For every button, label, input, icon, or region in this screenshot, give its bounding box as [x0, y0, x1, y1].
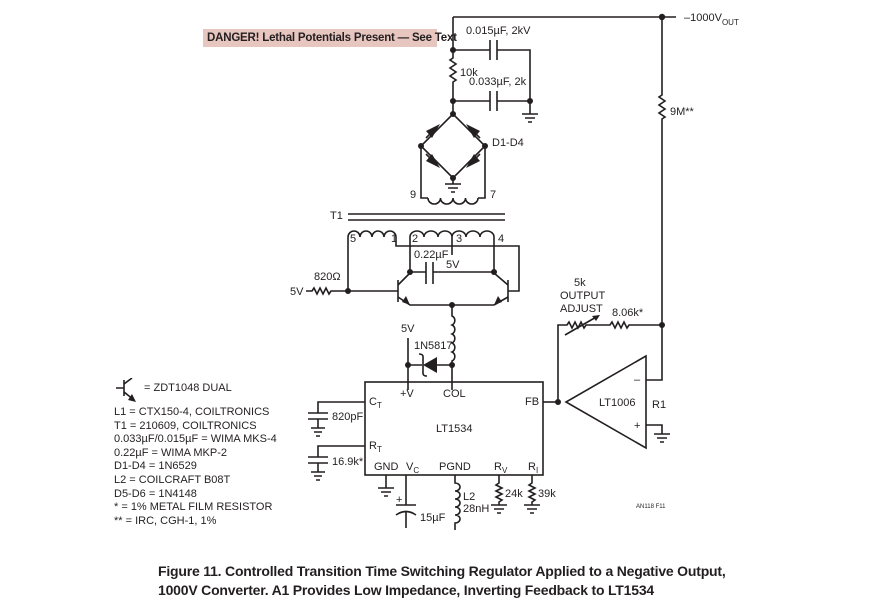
legend-item: 0.22µF = WIMA MKP-2	[114, 446, 228, 459]
transformer-core	[348, 213, 505, 221]
opamp-lt1006: LT1006 – + R1 5k OUTPUT ADJUST 8.06k*	[557, 277, 670, 450]
capacitor-0033uf-label: 0.033µF, 2k	[469, 76, 527, 88]
legend-item: D1-D4 = 1N6529	[114, 460, 197, 473]
caption-line-2: 1000V Converter. A1 Provides Low Impedan…	[158, 582, 654, 598]
svg-text:RT: RT	[369, 440, 382, 454]
resistor-39k-label: 39k	[538, 488, 556, 500]
l2-label: L2	[463, 491, 475, 503]
pin-1-label: 1	[391, 233, 397, 245]
ic-name-label: LT1534	[436, 423, 473, 435]
transistor-icon	[116, 378, 136, 402]
svg-text:VC: VC	[406, 461, 419, 475]
resistor-806k-label: 8.06k*	[612, 307, 644, 319]
legend-item: L2 = COILCRAFT B08T	[114, 473, 231, 486]
legend-item: * = 1% METAL FILM RESISTOR	[114, 501, 273, 514]
pin-5-label: 5	[350, 233, 356, 245]
legend-transistor-row: = ZDT1048 DUAL	[114, 378, 277, 406]
resistor-39k	[524, 475, 540, 514]
opamp-label: LT1006	[599, 397, 636, 409]
legend-item: L1 = CTX150-4, COILTRONICS	[114, 406, 270, 418]
capacitor-820pf-label: 820pF	[332, 411, 363, 423]
bridge-label: D1-D4	[492, 137, 524, 149]
capacitor-022uf	[425, 262, 434, 284]
caption-line-1: Figure 11. Controlled Transition Time Sw…	[158, 563, 726, 579]
center-tap-5v-label: 5V	[446, 259, 460, 271]
opamp-body	[564, 354, 647, 450]
capacitor-0015uf-label: 0.015µF, 2kV	[466, 25, 531, 37]
inductor-l1	[450, 305, 456, 390]
resistor-10k-label: 10k	[460, 67, 478, 79]
svg-text:RV: RV	[494, 461, 508, 475]
ground-symbol	[522, 101, 538, 123]
pin-2-label: 2	[412, 233, 418, 245]
legend-transistor-label: = ZDT1048 DUAL	[144, 382, 232, 394]
resistor-10k	[448, 50, 458, 101]
ic-lt1534: +V COL FB CT RT LT1534 GND VC PGND RV RI…	[308, 381, 561, 530]
inductor-l2	[454, 475, 461, 530]
driver-stage: 5V 820Ω 0.22µF	[290, 249, 509, 308]
legend-item: D5-D6 = 1N4148	[114, 487, 197, 500]
capacitor-022uf-label: 0.22µF	[414, 249, 449, 261]
svg-text:COL: COL	[443, 388, 466, 400]
output-network: –1000VOUT 10k 0.015µF, 2kV 0.033µF, 2k 9…	[448, 12, 739, 325]
pin-7-label: 7	[490, 189, 496, 201]
transformer-t1: T1 5 1 2 3 4 5V	[330, 210, 520, 292]
svg-text:+: +	[396, 494, 402, 506]
l2-value-label: 28nH	[463, 503, 489, 515]
legend-item: ** = IRC, CGH-1, 1%	[114, 514, 217, 527]
pin-4-label: 4	[498, 233, 504, 245]
svg-text:ADJUST: ADJUST	[560, 303, 603, 315]
svg-text:CT: CT	[369, 396, 382, 410]
capacitor-0015uf	[453, 49, 531, 101]
input-5v-label: 5V	[290, 286, 304, 298]
resistor-9m-label: 9M**	[670, 106, 695, 118]
diode-1n5817-label: 1N5817	[414, 340, 453, 352]
schottky-diode-1n5817	[423, 357, 437, 373]
svg-text:RI: RI	[528, 461, 538, 475]
svg-text:OUTPUT: OUTPUT	[560, 290, 606, 302]
r1-label: R1	[652, 399, 666, 411]
t1-label: T1	[330, 210, 343, 222]
feedback-network	[557, 320, 662, 402]
pin-9-label: 9	[410, 189, 416, 201]
resistor-9m	[657, 17, 667, 325]
svg-text:PGND: PGND	[439, 461, 471, 473]
output-label: –1000VOUT	[684, 12, 739, 27]
svg-text:+V: +V	[400, 388, 414, 400]
pin-3-label: 3	[456, 233, 462, 245]
svg-text:FB: FB	[525, 396, 539, 408]
legend-item: T1 = 210609, COILTRONICS	[114, 419, 257, 432]
pot-value-label: 5k	[574, 277, 586, 289]
danger-warning-banner: DANGER! Lethal Potentials Present — See …	[203, 29, 457, 47]
legend-item: 0.033µF/0.015µF = WIMA MKS-4	[114, 433, 277, 446]
svg-text:–: –	[634, 374, 641, 386]
svg-text:+: +	[634, 420, 640, 432]
transformer-secondary	[427, 197, 479, 205]
component-legend: = ZDT1048 DUAL L1 = CTX150-4, COILTRONIC…	[114, 378, 277, 528]
ic-body	[364, 381, 544, 476]
svg-text:GND: GND	[374, 461, 399, 473]
resistor-24k	[491, 475, 507, 514]
resistor-24k-label: 24k	[505, 488, 523, 500]
capacitor-820pf	[308, 412, 328, 437]
figure-caption: Figure 11. Controlled Transition Time Sw…	[158, 562, 758, 600]
bridge-rectifier-d1-d4: D1-D4 9 7	[410, 101, 524, 205]
resistor-820	[306, 286, 348, 296]
inductor-l1-diode: 5V 1N5817	[401, 305, 456, 390]
resistor-169k-label: 16.9k*	[332, 456, 364, 468]
capacitor-15uf-label: 15µF	[420, 512, 446, 524]
diode-5v-label: 5V	[401, 323, 415, 335]
resistor-820-label: 820Ω	[314, 271, 341, 283]
resistor-169k	[308, 456, 328, 481]
figure-code: AN118 F11	[636, 504, 666, 510]
